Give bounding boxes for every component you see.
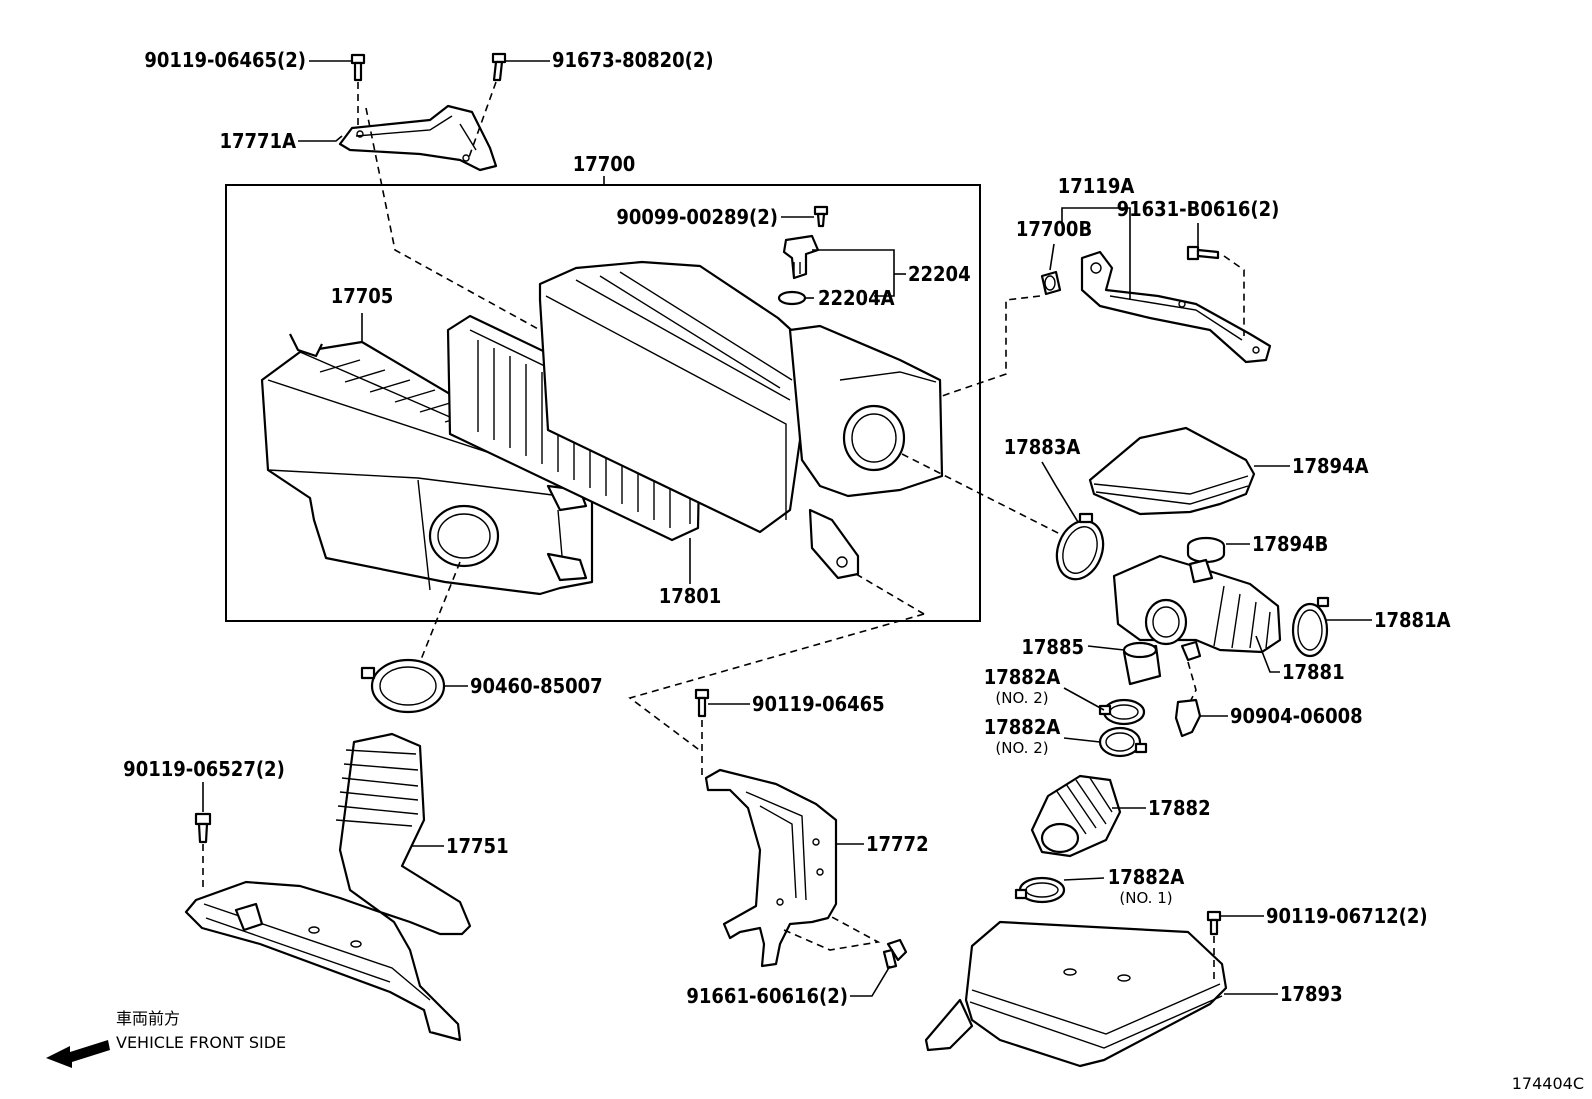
label-91661-60616-2: 91661-60616(2) <box>686 984 848 1008</box>
label-17882A-no1-note: (NO. 1) <box>1119 889 1172 907</box>
bolt-90119-06465-top[interactable] <box>350 53 366 82</box>
label-17772: 17772 <box>866 832 929 856</box>
clamp-17883A[interactable] <box>1049 512 1111 586</box>
intake-duct-17751[interactable] <box>184 732 472 1042</box>
leader-lines <box>202 60 1372 997</box>
clamp-17882A-no2-a[interactable] <box>1098 698 1146 726</box>
label-17894A: 17894A <box>1292 454 1369 478</box>
label-17885: 17885 <box>1021 635 1084 659</box>
label-17881: 17881 <box>1282 660 1345 684</box>
direction-note-jp: 車両前方 <box>116 1009 180 1028</box>
label-17882A-no2-a: 17882A <box>984 665 1061 689</box>
label-17882: 17882 <box>1148 796 1211 820</box>
label-17882A-no2-b-note: (NO. 2) <box>995 739 1048 757</box>
hose-17882[interactable] <box>1030 774 1122 858</box>
label-17894B: 17894B <box>1252 532 1328 556</box>
label-90904-06008: 90904-06008 <box>1230 704 1363 728</box>
o-ring-22204A[interactable] <box>777 290 807 306</box>
label-17883A: 17883A <box>1004 435 1081 459</box>
resonator-17893[interactable] <box>924 920 1228 1068</box>
label-17700: 17700 <box>573 152 636 176</box>
label-90119-06712-2: 90119-06712(2) <box>1266 904 1428 928</box>
label-17771A: 17771A <box>219 129 296 153</box>
label-17882A-no2-b: 17882A <box>984 715 1061 739</box>
label-17751: 17751 <box>446 834 509 858</box>
label-90099-00289-2: 90099-00289(2) <box>616 205 778 229</box>
label-17119A: 17119A <box>1058 174 1135 198</box>
air-flow-meter-22204[interactable] <box>782 234 820 280</box>
bracket-17772[interactable] <box>704 768 838 968</box>
bolt-91673-80820[interactable] <box>491 52 507 82</box>
label-91673-80820-2: 91673-80820(2) <box>552 48 714 72</box>
label-17882A-no2-a-note: (NO. 2) <box>995 689 1048 707</box>
grommet-17894B[interactable] <box>1186 536 1226 564</box>
direction-note-en: VEHICLE FRONT SIDE <box>116 1033 286 1052</box>
air-cleaner-case[interactable] <box>538 260 944 580</box>
screw-90099-00289[interactable] <box>813 205 829 228</box>
label-22204: 22204 <box>908 262 971 286</box>
assembly-box-17700 <box>225 184 981 622</box>
bolt-90119-06527[interactable] <box>194 812 212 844</box>
label-17705: 17705 <box>331 284 394 308</box>
clamp-17882A-no2-b[interactable] <box>1098 726 1148 758</box>
bracket-17771A[interactable] <box>338 104 498 172</box>
label-90460-85007: 90460-85007 <box>470 674 603 698</box>
clamp-17881A[interactable] <box>1291 596 1330 658</box>
label-17881A: 17881A <box>1374 608 1451 632</box>
bolt-90119-06712[interactable] <box>1206 910 1222 936</box>
bracket-17119A[interactable] <box>1080 250 1272 364</box>
label-17893: 17893 <box>1280 982 1343 1006</box>
bolt-91661-60616[interactable] <box>882 938 908 970</box>
bolt-90119-06465-mid[interactable] <box>694 688 710 718</box>
sensor-90904-06008[interactable] <box>1174 698 1202 738</box>
label-17882A-no1: 17882A <box>1108 865 1185 889</box>
cover-17894A[interactable] <box>1088 426 1256 516</box>
label-91631-B0616-2: 91631-B0616(2) <box>1117 197 1280 221</box>
figure-code: 174404C <box>1512 1074 1584 1093</box>
label-22204A: 22204A <box>818 286 895 310</box>
bolt-91631-B0616[interactable] <box>1186 245 1220 261</box>
label-90119-06527-2: 90119-06527(2) <box>123 757 285 781</box>
hose-17885[interactable] <box>1122 641 1162 686</box>
hose-17881[interactable] <box>1112 554 1282 662</box>
label-17801: 17801 <box>659 584 722 608</box>
label-90119-06465: 90119-06465 <box>752 692 885 716</box>
clamp-90460-85007[interactable] <box>360 658 446 714</box>
front-arrow-icon <box>46 1040 110 1068</box>
label-90119-06465-2: 90119-06465(2) <box>144 48 306 72</box>
clamp-17882A-no1[interactable] <box>1014 876 1066 904</box>
label-17700B: 17700B <box>1016 217 1092 241</box>
grommet-17700B[interactable] <box>1040 270 1062 296</box>
